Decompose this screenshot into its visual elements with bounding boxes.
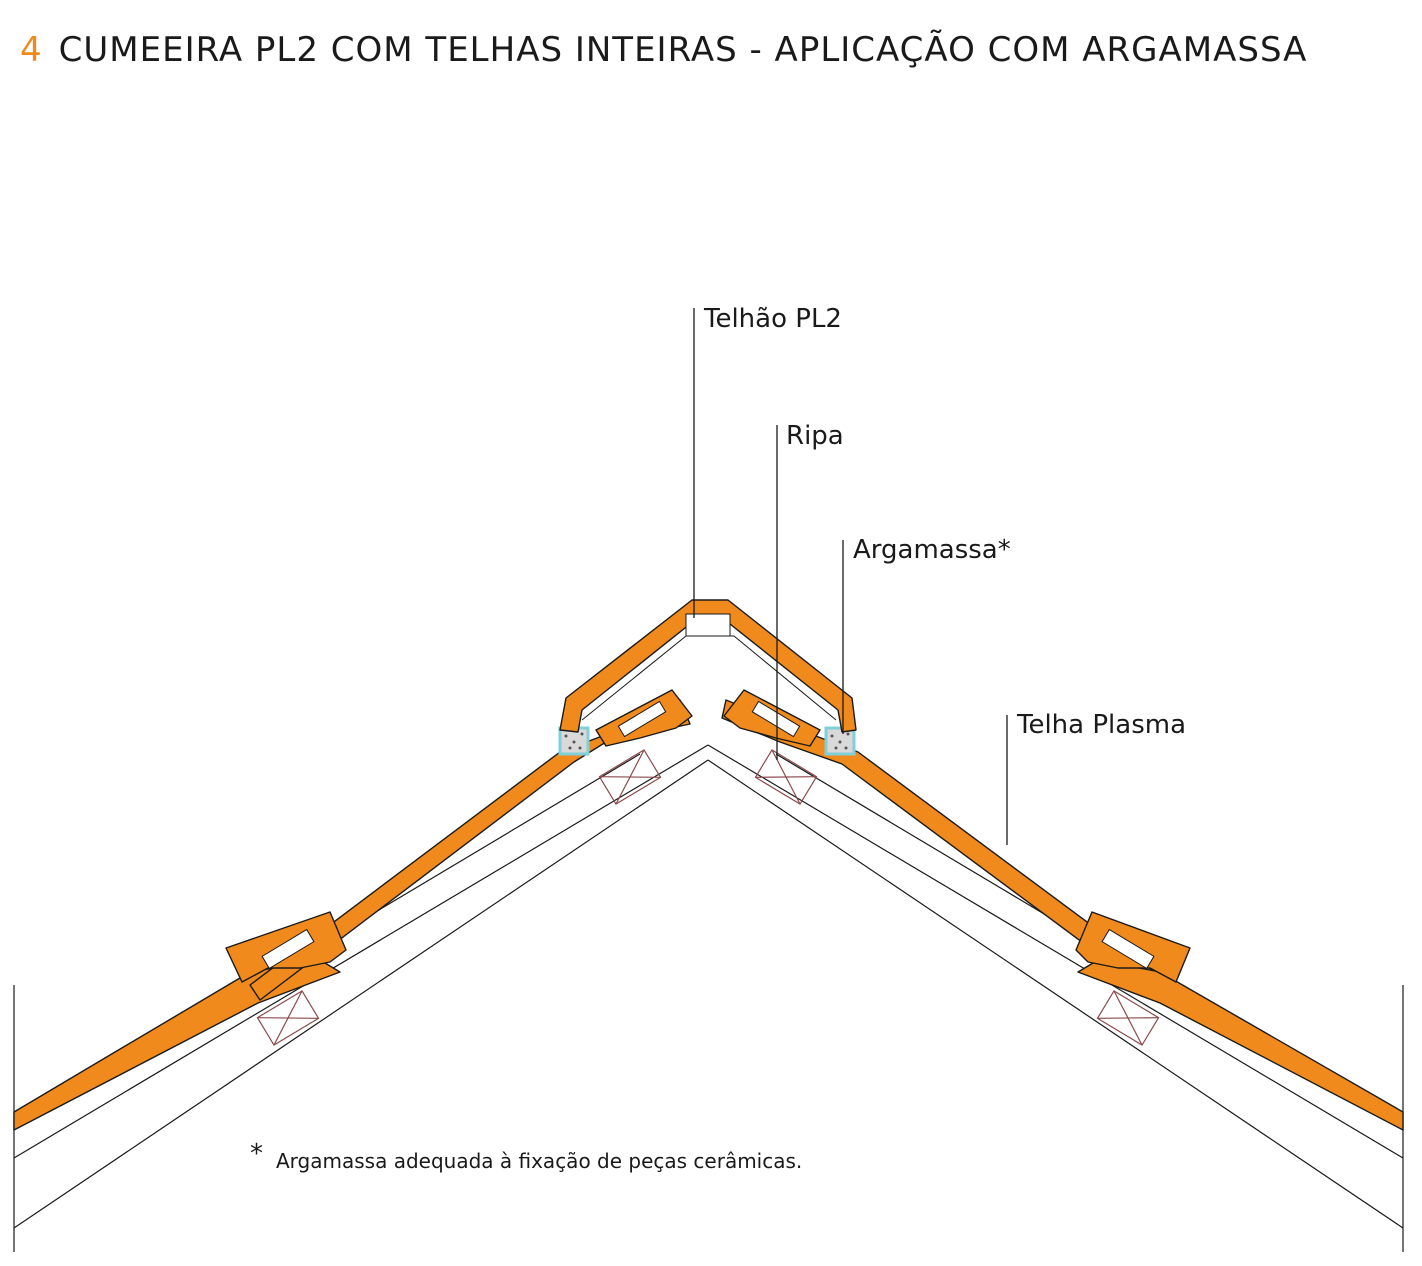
ridge-tile-body (559, 599, 857, 733)
footnote-text: Argamassa adequada à fixação de peças ce… (276, 1149, 802, 1173)
footnote-mark: * (250, 1139, 263, 1169)
batten-left-bottom (256, 990, 320, 1046)
leader-lines (693, 308, 1008, 845)
roof-tiles (13, 689, 1404, 1131)
mortar-texture (564, 732, 850, 750)
label-telha-plasma: Telha Plasma (1016, 710, 1186, 740)
mortar-right (824, 726, 856, 756)
batten-right-top (754, 749, 818, 805)
label-argamassa: Argamassa* (853, 535, 1011, 565)
tile-right-lower (1077, 959, 1404, 1131)
ridge-tile-cap (685, 613, 731, 637)
label-telhao-pl2: Telhão PL2 (703, 304, 842, 334)
diagram-title: 4 CUMEEIRA PL2 COM TELHAS INTEIRAS - APLI… (20, 30, 1307, 70)
label-ripa: Ripa (786, 421, 844, 451)
ridge-tile (559, 599, 857, 733)
batten-left-top (598, 749, 662, 805)
title-text: CUMEEIRA PL2 COM TELHAS INTEIRAS - APLIC… (58, 30, 1308, 70)
mortar-group (558, 726, 856, 756)
tile-profile-details (261, 700, 1155, 970)
tile-left-lower (13, 959, 341, 1131)
batten-right-bottom (1096, 990, 1160, 1046)
title-number: 4 (20, 30, 43, 70)
